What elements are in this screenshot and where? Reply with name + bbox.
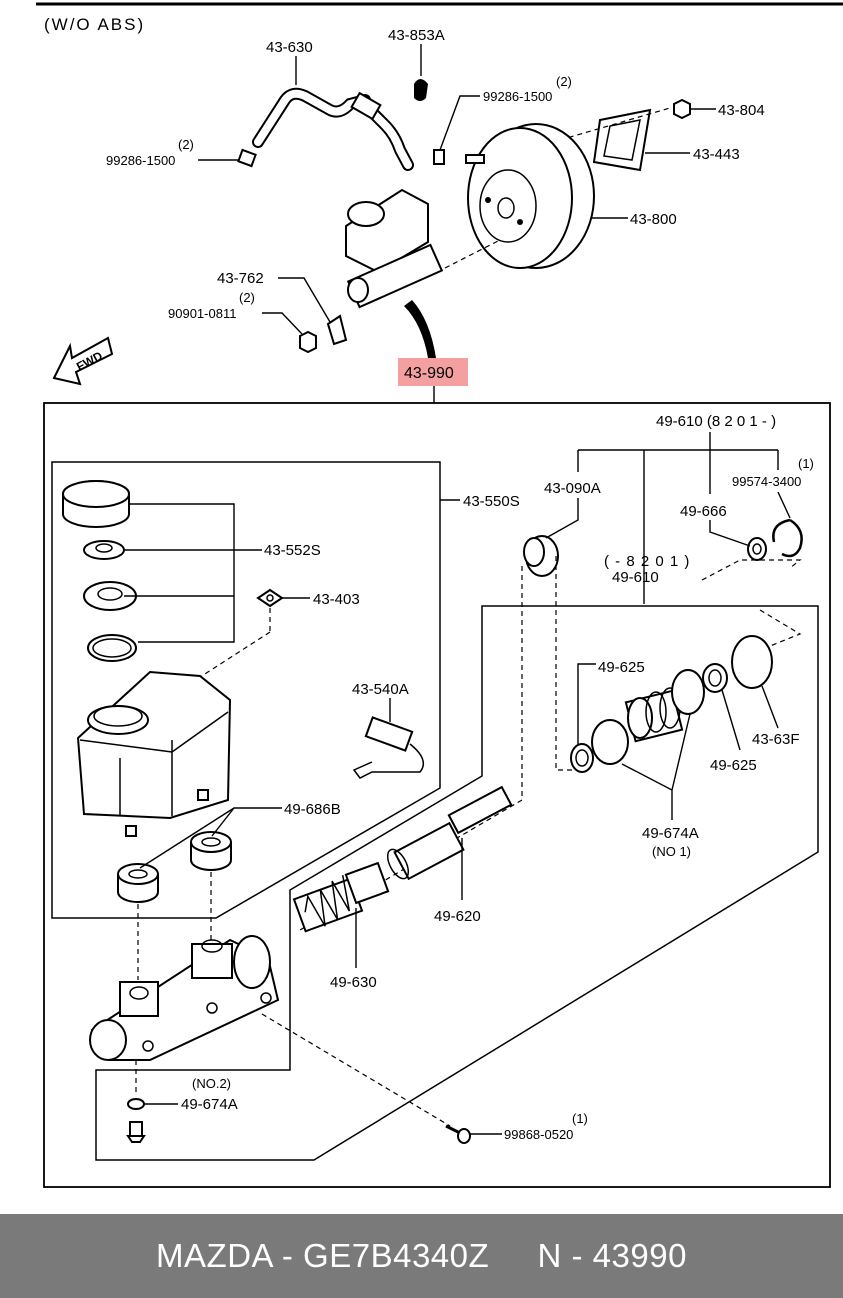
callout-43-403: 43-403 xyxy=(313,591,360,608)
callout-99286-a-qty: (2) xyxy=(556,74,572,89)
cylinder-boot xyxy=(523,535,559,577)
callout-43-552s: 43-552S xyxy=(264,542,321,559)
bleeder-screw xyxy=(126,1121,146,1143)
callout-49-625-b: 49-625 xyxy=(710,757,757,774)
seal-no2 xyxy=(127,1098,145,1110)
callout-99574-qty: (1) xyxy=(798,456,814,471)
callout-99286-b: 99286-1500 xyxy=(106,153,175,168)
callout-90901-qty: (2) xyxy=(239,290,255,305)
callout-49-625-a: 49-625 xyxy=(598,659,645,676)
bracket-43-762 xyxy=(326,314,348,346)
callout-43-800: 43-800 xyxy=(630,211,677,228)
primary-piston xyxy=(386,785,513,881)
callout-49-674a: 49-674A xyxy=(642,825,699,842)
callout-99868-qty: (1) xyxy=(572,1111,588,1126)
assembly-box xyxy=(43,402,831,1188)
callout-43-853a: 43-853A xyxy=(388,27,445,44)
callout-43-63f: 43-63F xyxy=(752,731,800,748)
callout-49-630: 49-630 xyxy=(330,974,377,991)
brake-booster xyxy=(465,123,595,269)
callout-49-674a-b: 49-674A xyxy=(181,1096,238,1113)
master-cylinder-body xyxy=(89,935,280,1061)
gasket-43-443 xyxy=(592,108,652,172)
brake-master-cylinder-diagram: (W/O ABS) 43-630 43-853A (2) 99286-1500 … xyxy=(36,2,843,1188)
callout-99868: 99868-0520 xyxy=(504,1127,573,1142)
callout-49-610: 49-610 xyxy=(612,569,659,586)
master-cylinder-upper xyxy=(345,188,444,309)
callout-99286-b-qty: (2) xyxy=(178,137,194,152)
reservoir-cap xyxy=(62,480,130,528)
callout-43-090a: 43-090A xyxy=(544,480,601,497)
callout-43-804: 43-804 xyxy=(718,102,765,119)
vacuum-hose xyxy=(252,87,414,171)
nut-90901 xyxy=(299,330,317,354)
return-spring xyxy=(292,861,390,933)
piston-kit-box xyxy=(95,605,819,1161)
callout-49-620: 49-620 xyxy=(434,908,481,925)
callout-49-674a-no2: (NO.2) xyxy=(192,1076,231,1091)
level-sensor xyxy=(352,716,425,779)
snap-ring xyxy=(772,518,803,558)
footer-bar: MAZDA - GE7B4340Z N - 43990 xyxy=(0,1214,843,1298)
callout-49-686b: 49-686B xyxy=(284,801,341,818)
callout-90901: 90901-0811 xyxy=(168,306,236,321)
plug-43-403 xyxy=(256,588,284,608)
fwd-arrow-icon: FWD xyxy=(52,336,114,386)
ring-49-625-right xyxy=(702,663,728,693)
header-note: (W/O ABS) xyxy=(44,15,145,34)
callout-99574: 99574-3400 xyxy=(732,474,801,489)
grommet-left xyxy=(117,863,159,903)
grommet-right xyxy=(190,831,232,871)
ring-49-625-left xyxy=(570,743,594,773)
oring-43-63f xyxy=(731,635,773,689)
callout-8201: ( - 8 2 0 1 ) xyxy=(604,553,690,570)
clip-99286-left xyxy=(237,148,257,168)
callout-43-990: 43-990 xyxy=(404,365,454,382)
reservoir-tank xyxy=(76,670,232,837)
callout-43-630: 43-630 xyxy=(266,39,313,56)
secondary-piston xyxy=(624,687,684,743)
callout-43-550s: 43-550S xyxy=(463,493,520,510)
clip-99286-right xyxy=(433,149,445,165)
screw-99868 xyxy=(445,1124,471,1144)
callout-49-666: 49-666 xyxy=(680,503,727,520)
highlight-43-990 xyxy=(398,358,468,386)
hose-clip xyxy=(414,79,428,101)
cup-seal-left xyxy=(591,719,629,765)
callout-99286-a: 99286-1500 xyxy=(483,89,552,104)
washer-49-666 xyxy=(747,537,767,561)
nut-43-804 xyxy=(673,98,691,120)
cup-seal-right xyxy=(671,669,705,715)
pointer-arrow xyxy=(404,300,436,358)
callout-43-540a: 43-540A xyxy=(352,681,409,698)
callout-43-762: 43-762 xyxy=(217,270,264,287)
callout-49-674a-no1: (NO 1) xyxy=(652,844,691,859)
part-number-caption: MAZDA - GE7B4340Z N - 43990 xyxy=(156,1237,687,1274)
callout-49-610-top: 49-610 (8 2 0 1 - ) xyxy=(656,413,776,430)
reservoir-kit-box xyxy=(51,461,441,919)
callout-43-443: 43-443 xyxy=(693,146,740,163)
